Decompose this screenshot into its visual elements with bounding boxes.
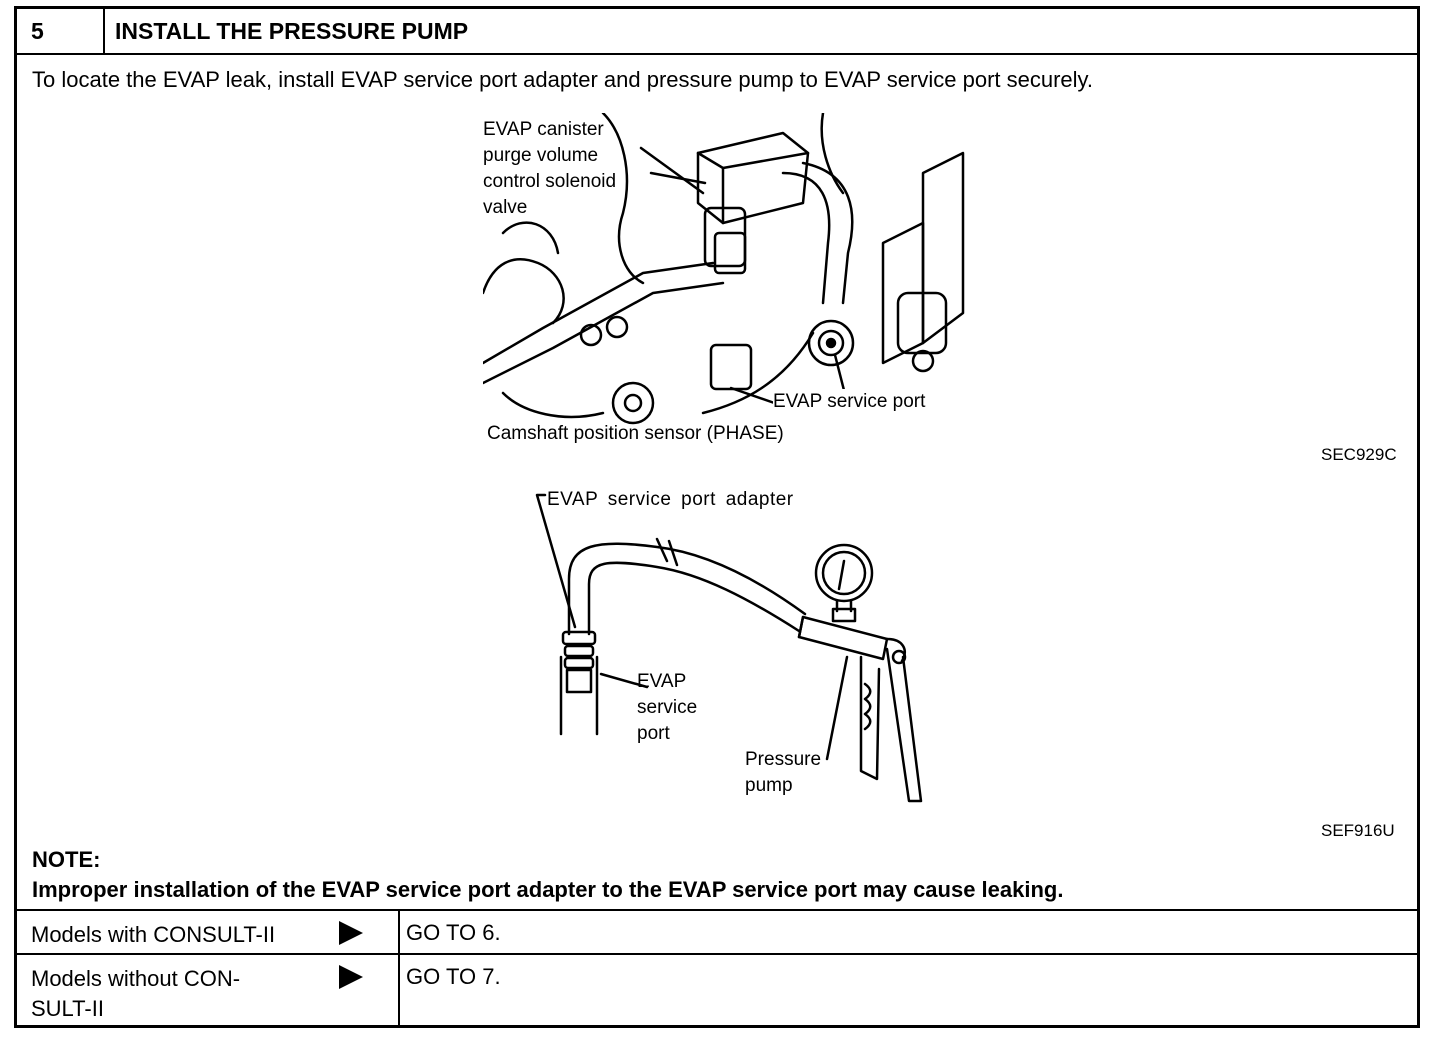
solenoid-valve-label: EVAP canister purge volume control solen… [483,119,617,218]
service-port-label: EVAP service port [773,389,926,415]
adapter-label: EVAP service port adapter [547,489,794,510]
condition-text: Models without CON- SULT-II [31,966,241,1021]
step-title: INSTALL THE PRESSURE PUMP [115,18,469,44]
engine-bay-illustration [483,113,965,425]
figure-code-sef916u: SEF916U [1321,821,1395,840]
pressure-pump-illustration [535,493,923,803]
step-header: 5 INSTALL THE PRESSURE PUMP [17,9,1417,55]
action-link-go-to-6[interactable]: GO TO 6. [406,920,501,945]
condition-cell: Models with CONSULT-II [17,911,400,953]
procedure-table: 5 INSTALL THE PRESSURE PUMP To locate th… [14,6,1420,1028]
note-heading: NOTE: [32,847,101,872]
decision-row: Models with CONSULT-II GO TO 6. [17,909,1417,953]
arrow-right-icon [339,965,363,989]
condition-text: Models with CONSULT-II [31,922,276,947]
note-text: Improper installation of the EVAP servic… [32,877,1064,902]
condition-cell: Models without CON- SULT-II [17,955,400,1025]
step-number: 5 [17,9,105,53]
intro-text: To locate the EVAP leak, install EVAP se… [32,67,1094,92]
pump-label: Pressure pump [745,749,822,796]
arrow-right-icon [339,921,363,945]
figure-code-sec929c: SEC929C [1321,445,1397,464]
camshaft-sensor-label: Camshaft position sensor (PHASE) [487,423,784,444]
decision-row: Models without CON- SULT-II GO TO 7. [17,953,1417,1025]
port-label: EVAP service port [637,671,698,744]
action-link-go-to-7[interactable]: GO TO 7. [406,964,501,989]
